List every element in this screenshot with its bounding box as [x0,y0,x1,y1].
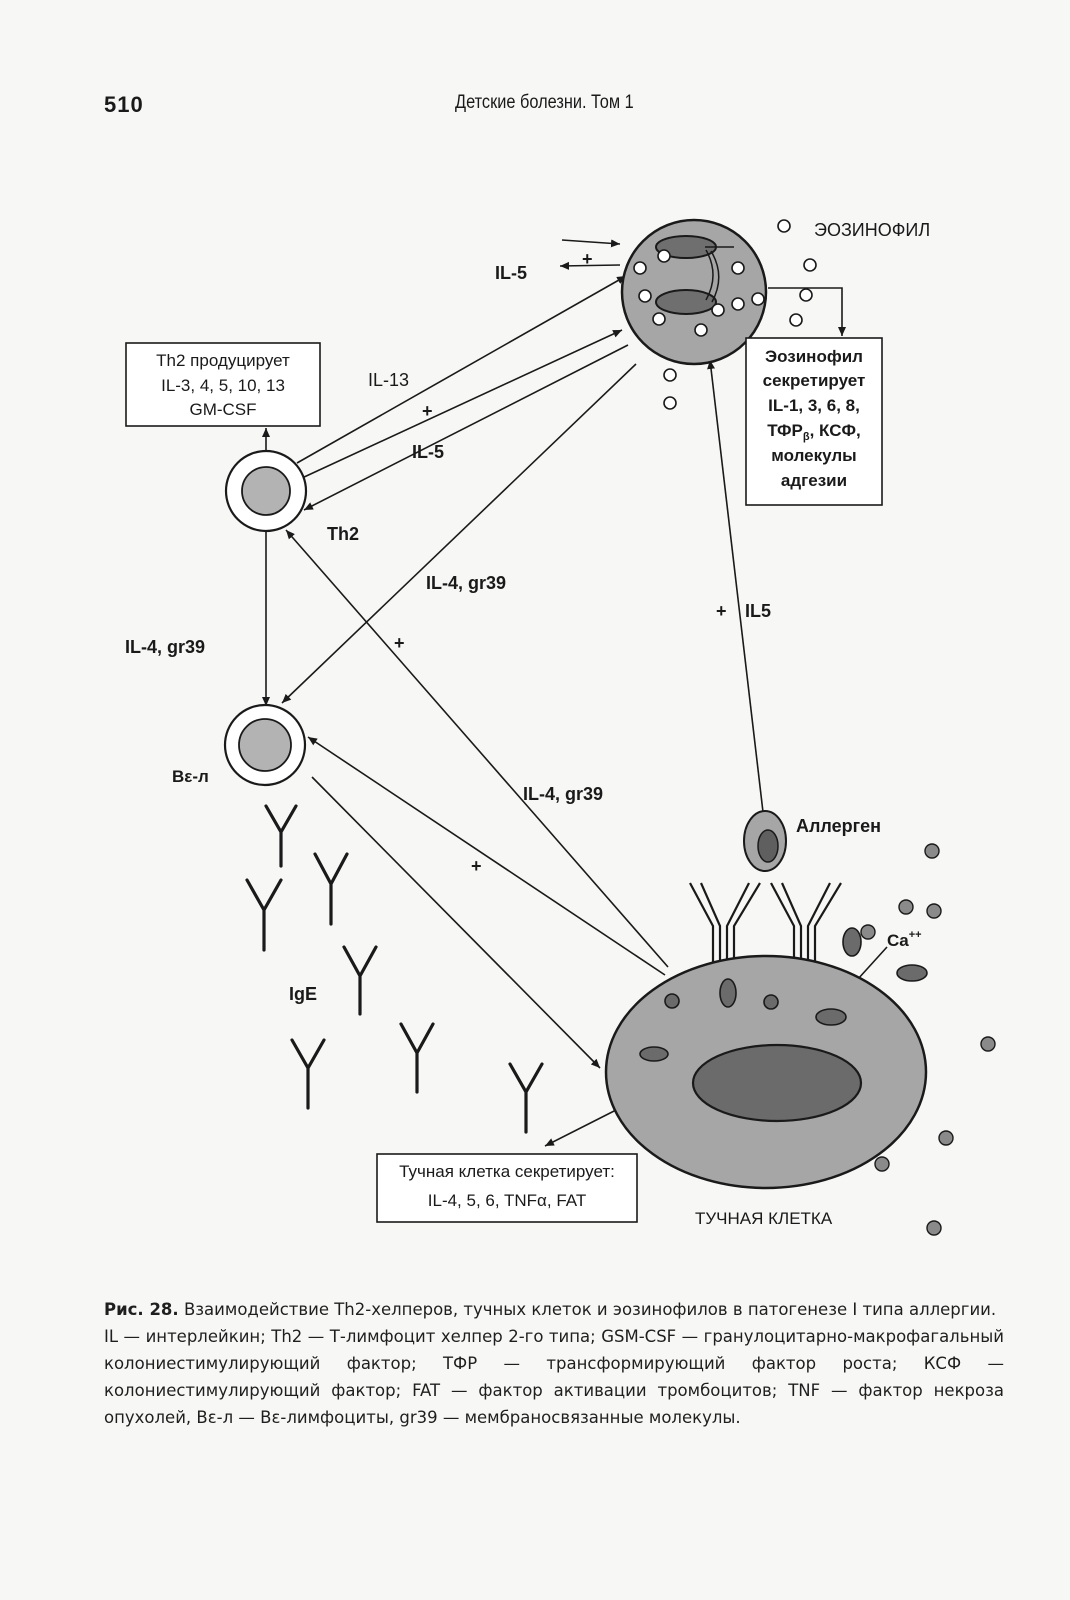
th2-label: Th2 [327,524,359,544]
allergen [743,810,787,872]
eosinophil-label: ЭОЗИНОФИЛ [814,220,930,240]
ige-antibodies [245,804,544,1134]
arrow-th2-to-eosinophil [301,329,623,479]
label-il5-mid: IL-5 [412,442,444,462]
th2-box-line1: Th2 продуцирует [156,351,290,370]
allergen-label: Аллерген [796,816,881,836]
caption-title: Рис. 28. Взаимодействие Th2-хелперов, ту… [104,1296,1004,1323]
th2-production-box: Th2 продуцирует IL-3, 4, 5, 10, 13 GM-CS… [125,342,321,427]
label-il5-right: IL5 [745,601,771,621]
mast-cell-label: ТУЧНАЯ КЛЕТКА [695,1209,833,1228]
label-plus-lower: + [471,856,482,876]
mast-box-line1: Тучная клетка секретирует: [399,1162,615,1181]
arrow-allergen-to-eosinophil [707,359,764,813]
label-plus-diag: + [394,633,405,653]
ige-antibody [245,878,283,952]
ige-antibody [264,804,298,868]
ige-label: IgE [289,984,317,1004]
interaction-arrows [262,239,888,1147]
eos-box-line5: молекулы [771,446,856,465]
caption-label: Рис. 28. [104,1300,179,1319]
figure-caption: Рис. 28. Взаимодействие Th2-хелперов, ту… [104,1296,1004,1431]
label-il5-top: IL-5 [495,263,527,283]
eosinophil-cell [620,218,768,366]
label-il4-gr39-b: IL-4, gr39 [523,784,603,804]
arrow-eosinophil-to-box [768,287,846,336]
eos-box-line3: IL-1, 3, 6, 8, [768,396,860,415]
label-plus-il5-right: + [716,601,727,621]
arrow-il5-out-eosinophil [559,261,621,270]
caption-legend: IL — интерлейкин; Th2 — Т-лимфоцит хелпе… [104,1327,1004,1427]
mast-cell-secretion-box: Тучная клетка секретирует: IL-4, 5, 6, T… [376,1153,638,1223]
fc-receptor [689,882,761,964]
eos-box-line1: Эозинофил [765,347,863,366]
label-il4-gr39-a: IL-4, gr39 [426,573,506,593]
fc-receptor [770,882,842,962]
label-il4-gr39-left: IL-4, gr39 [125,637,205,657]
arrow-mastcell-to-th2 [285,529,669,968]
eosinophil-released-granules [663,219,817,410]
eos-box-line2: секретирует [763,371,866,390]
ige-antibody [342,945,378,1016]
b-cell-label: Bε-л [172,767,209,786]
eos-box-line6: адгезии [781,471,847,490]
arrow-mastcell-to-box [544,1107,621,1147]
calcium-label: Ca++ [887,929,922,950]
th2-box-line2: IL-3, 4, 5, 10, 13 [161,376,285,395]
mast-cell [604,927,928,1190]
arrow-mastcell-to-bcell [307,736,666,976]
allergy-pathogenesis-diagram: ЭОЗИНОФИЛ Эозинофил секретирует IL-1, 3,… [125,218,996,1236]
mast-cell-receptors [689,882,842,964]
label-il13: IL-13 [368,370,409,390]
arrow-bcell-to-mastcell [311,776,601,1069]
label-plus-top: + [582,249,593,269]
arrow-into-eosinophil [561,239,621,248]
b-cell [223,703,307,787]
th2-box-line3: GM-CSF [189,400,256,419]
page-number: 510 [104,92,144,117]
th2-cell [224,449,308,533]
caption-title-text: Взаимодействие Th2-хелперов, тучных клет… [183,1300,997,1319]
eosinophil-secretion-box: Эозинофил секретирует IL-1, 3, 6, 8, ТФР… [745,337,883,506]
ige-antibody [313,852,349,926]
arrow-eosinophil-to-th2-il5 [303,344,629,511]
arrow-th2-to-eosinophil-il13 [296,275,627,464]
ige-antibody [508,1062,544,1134]
mast-cell-released-granules [860,843,996,1236]
eos-box-line4: ТФРβ, КСФ, [767,421,860,443]
arrow-labels: IL-5 + IL-13 + IL-5 IL-4, gr39 IL-4, gr3… [125,249,771,876]
arrow-eosinophil-to-bcell [281,363,637,704]
ige-antibody [399,1022,435,1094]
label-plus-mid: + [422,401,433,421]
ige-antibody [290,1038,326,1110]
mast-box-line2: IL-4, 5, 6, TNFα, FAT [428,1191,586,1210]
running-title: Детские болезни. Том 1 [455,92,634,113]
